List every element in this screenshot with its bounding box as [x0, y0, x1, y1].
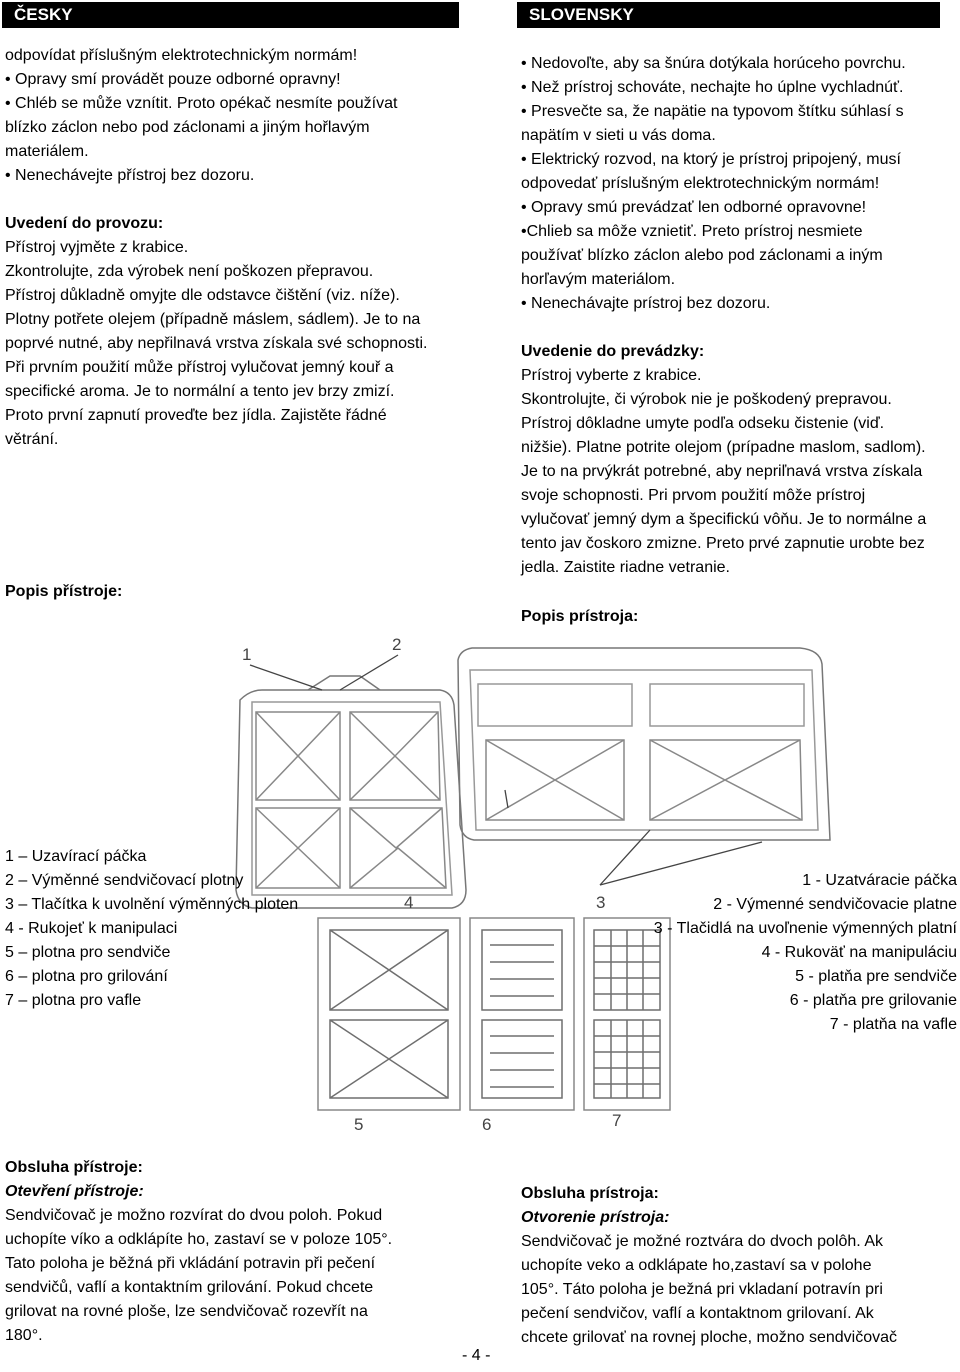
cz-opening-line: Sendvičovač je možno rozvírat do dvou po…	[5, 1207, 383, 1224]
sk-intro-line: používať blízko záclon alebo pod záclona…	[521, 247, 883, 264]
sk-part-item: 1 - Uzatváracie páčka	[802, 872, 957, 889]
cz-part-item: 6 – plotna pro grilování	[5, 968, 168, 985]
slovak-header: SLOVENSKY	[517, 2, 940, 28]
cz-startup-line: Plotny potřete olejem (případně máslem, …	[5, 311, 421, 328]
sk-intro-line: odpovedať príslušným elektrotechnickým n…	[521, 175, 880, 192]
sk-part-item: 7 - platňa na vafle	[829, 1016, 957, 1033]
callout-number: 7	[612, 1111, 621, 1130]
sk-startup-line: jedla. Zaistite riadne vetranie.	[521, 559, 730, 576]
cz-intro-line: odpovídat příslušným elektrotechnickým n…	[5, 47, 358, 64]
cz-intro-line: • Chléb se může vznítit. Proto opékač ne…	[5, 95, 398, 112]
sk-intro-line: • Nedovoľte, aby sa šnúra dotýkala horúc…	[521, 55, 906, 72]
cz-startup-line: Přístroj důkladně omyjte dle odstavce či…	[5, 287, 400, 304]
appliance-base	[235, 675, 467, 909]
slovak-column-top: • Nedovoľte, aby sa šnúra dotýkala horúc…	[521, 52, 960, 580]
sk-startup-line: tento jav čoskoro zmizne. Preto prvé zap…	[521, 535, 925, 552]
sk-startup-line: vylučovať jemný dym a špecifickú vôňu. J…	[521, 511, 927, 528]
cz-part-item: 3 – Tlačítka k uvolnění výměnných ploten	[5, 896, 299, 913]
cz-part-item: 4 - Rukojeť k manipulaci	[5, 920, 178, 937]
cz-opening-title: Otevření přístroje:	[5, 1183, 144, 1200]
page-number: - 4 -	[462, 1347, 491, 1364]
cz-intro-line: blízko záclon nebo pod záclonami a jiným…	[5, 119, 370, 136]
cz-operation-section: Obsluha přístroje: Otevření přístroje: S…	[5, 1156, 455, 1348]
grill-plate	[469, 917, 575, 1111]
sk-opening-line: Sendvičovač je možné roztvára do dvoch p…	[521, 1233, 883, 1250]
czech-header: ČESKY	[2, 2, 459, 28]
cz-part-item: 1 – Uzavírací páčka	[5, 848, 147, 865]
cz-opening-line: uchopíte víko a odklápíte ho, zastaví se…	[5, 1231, 393, 1248]
callout-number: 4	[404, 893, 413, 912]
sk-intro-line: horľavým materiálom.	[521, 271, 676, 288]
czech-column-top: odpovídat příslušným elektrotechnickým n…	[5, 44, 475, 452]
sk-intro-line: napätím v sieti u vás doma.	[521, 127, 716, 144]
cz-opening-line: grilovat na rovné ploše, lze sendvičovač…	[5, 1303, 368, 1320]
callout-number: 2	[392, 635, 401, 654]
sk-opening-line: chcete grilovať na rovnej ploche, možno …	[521, 1329, 897, 1346]
sk-startup-line: Prístroj dôkladne umyte podľa odseku čis…	[521, 415, 885, 432]
sk-startup-line: Prístroj vyberte z krabice.	[521, 367, 702, 384]
cz-startup-line: Při prvním použití může přístroj vylučov…	[5, 359, 394, 376]
sk-opening-line: 105°. Táto poloha je bežná pri vkladaní …	[521, 1281, 883, 1298]
cz-startup-line: Zkontrolujte, zda výrobek není poškozen …	[5, 263, 374, 280]
cz-part-item: 7 – plotna pro vafle	[5, 992, 142, 1009]
cz-part-item: 5 – plotna pro sendviče	[5, 944, 171, 961]
callout-lines	[249, 654, 763, 886]
cz-startup-line: poprvé nutné, aby nepřilnavá vrstva získ…	[5, 335, 428, 352]
cz-opening-line: sendvičů, vaflí a kontaktním grilování. …	[5, 1279, 374, 1296]
sk-parts-list: 1 - Uzatváracie páčka 2 - Výmenné sendvi…	[600, 869, 957, 1037]
sk-intro-line: • Opravy smú prevádzať len odborné oprav…	[521, 199, 867, 216]
cz-part-item: 2 – Výměnné sendvičovací plotny	[5, 872, 244, 889]
cz-parts-list: 1 – Uzavírací páčka 2 – Výměnné sendvičo…	[5, 845, 335, 1013]
callout-number: 6	[482, 1115, 491, 1134]
cz-intro-line: • Opravy smí provádět pouze odborné opra…	[5, 71, 341, 88]
sk-opening-title: Otvorenie prístroja:	[521, 1209, 670, 1226]
sk-part-item: 6 - platňa pre grilovanie	[789, 992, 957, 1009]
callout-number: 1	[242, 645, 251, 664]
sk-operation-title: Obsluha prístroja:	[521, 1185, 659, 1202]
cz-description-title: Popis přístroje:	[5, 583, 123, 600]
cz-startup-line: větrání.	[5, 431, 59, 448]
sandwich-plate	[317, 917, 461, 1111]
sk-part-item: 2 - Výmenné sendvičovacie platne	[713, 896, 957, 913]
sk-intro-line: • Presvečte sa, že napätie na typovom št…	[521, 103, 904, 120]
sk-startup-line: Skontrolujte, či výrobok nie je poškoden…	[521, 391, 892, 408]
callout-number: 3	[596, 893, 605, 912]
cz-intro-line: materiálem.	[5, 143, 89, 160]
sk-part-item: 4 - Rukoväť na manipuláciu	[761, 944, 957, 961]
cz-startup-line: specifické aroma. Je to normální a tento…	[5, 383, 395, 400]
sk-part-item: 3 - Tlačidlá na uvoľnenie výmenných plat…	[653, 920, 957, 937]
cz-startup-title: Uvedení do provozu:	[5, 215, 164, 232]
sk-startup-line: svoje schopnosti. Pri prvom použití môže…	[521, 487, 866, 504]
cz-startup-line: Proto první zapnutí proveďte bez jídla. …	[5, 407, 387, 424]
sk-operation-section: Obsluha prístroja: Otvorenie prístroja: …	[521, 1182, 957, 1350]
appliance-lid	[457, 647, 831, 841]
sk-description-title: Popis prístroja:	[521, 608, 639, 625]
sk-startup-line: Je to na prvýkrát potrebné, aby nepriľna…	[521, 463, 923, 480]
sk-startup-title: Uvedenie do prevádzky:	[521, 343, 705, 360]
cz-intro-line: • Nenechávejte přístroj bez dozoru.	[5, 167, 255, 184]
sk-part-item: 5 - platňa pre sendviče	[795, 968, 957, 985]
sk-opening-line: pečení sendvičov, vaflí a kontaktnom gri…	[521, 1305, 874, 1322]
cz-startup-line: Přístroj vyjměte z krabice.	[5, 239, 189, 256]
waffle-plate	[583, 917, 671, 1111]
callout-number: 5	[354, 1115, 363, 1134]
sk-intro-line: • Elektrický rozvod, na ktorý je prístro…	[521, 151, 901, 168]
sk-intro-line: •Chlieb sa môže vznietiť. Preto prístroj…	[521, 223, 863, 240]
sk-opening-line: uchopíte veko a odklápate ho,zastaví sa …	[521, 1257, 872, 1274]
cz-operation-title: Obsluha přístroje:	[5, 1159, 143, 1176]
sk-startup-line: nižšie). Platne potrite olejom (prípadne…	[521, 439, 926, 456]
cz-opening-line: Tato poloha je běžná při vkládání potrav…	[5, 1255, 376, 1272]
sk-intro-line: • Nenechávajte prístroj bez dozoru.	[521, 295, 771, 312]
sk-intro-line: • Než prístroj schováte, nechajte ho úpl…	[521, 79, 904, 96]
cz-opening-line: 180°.	[5, 1327, 43, 1344]
